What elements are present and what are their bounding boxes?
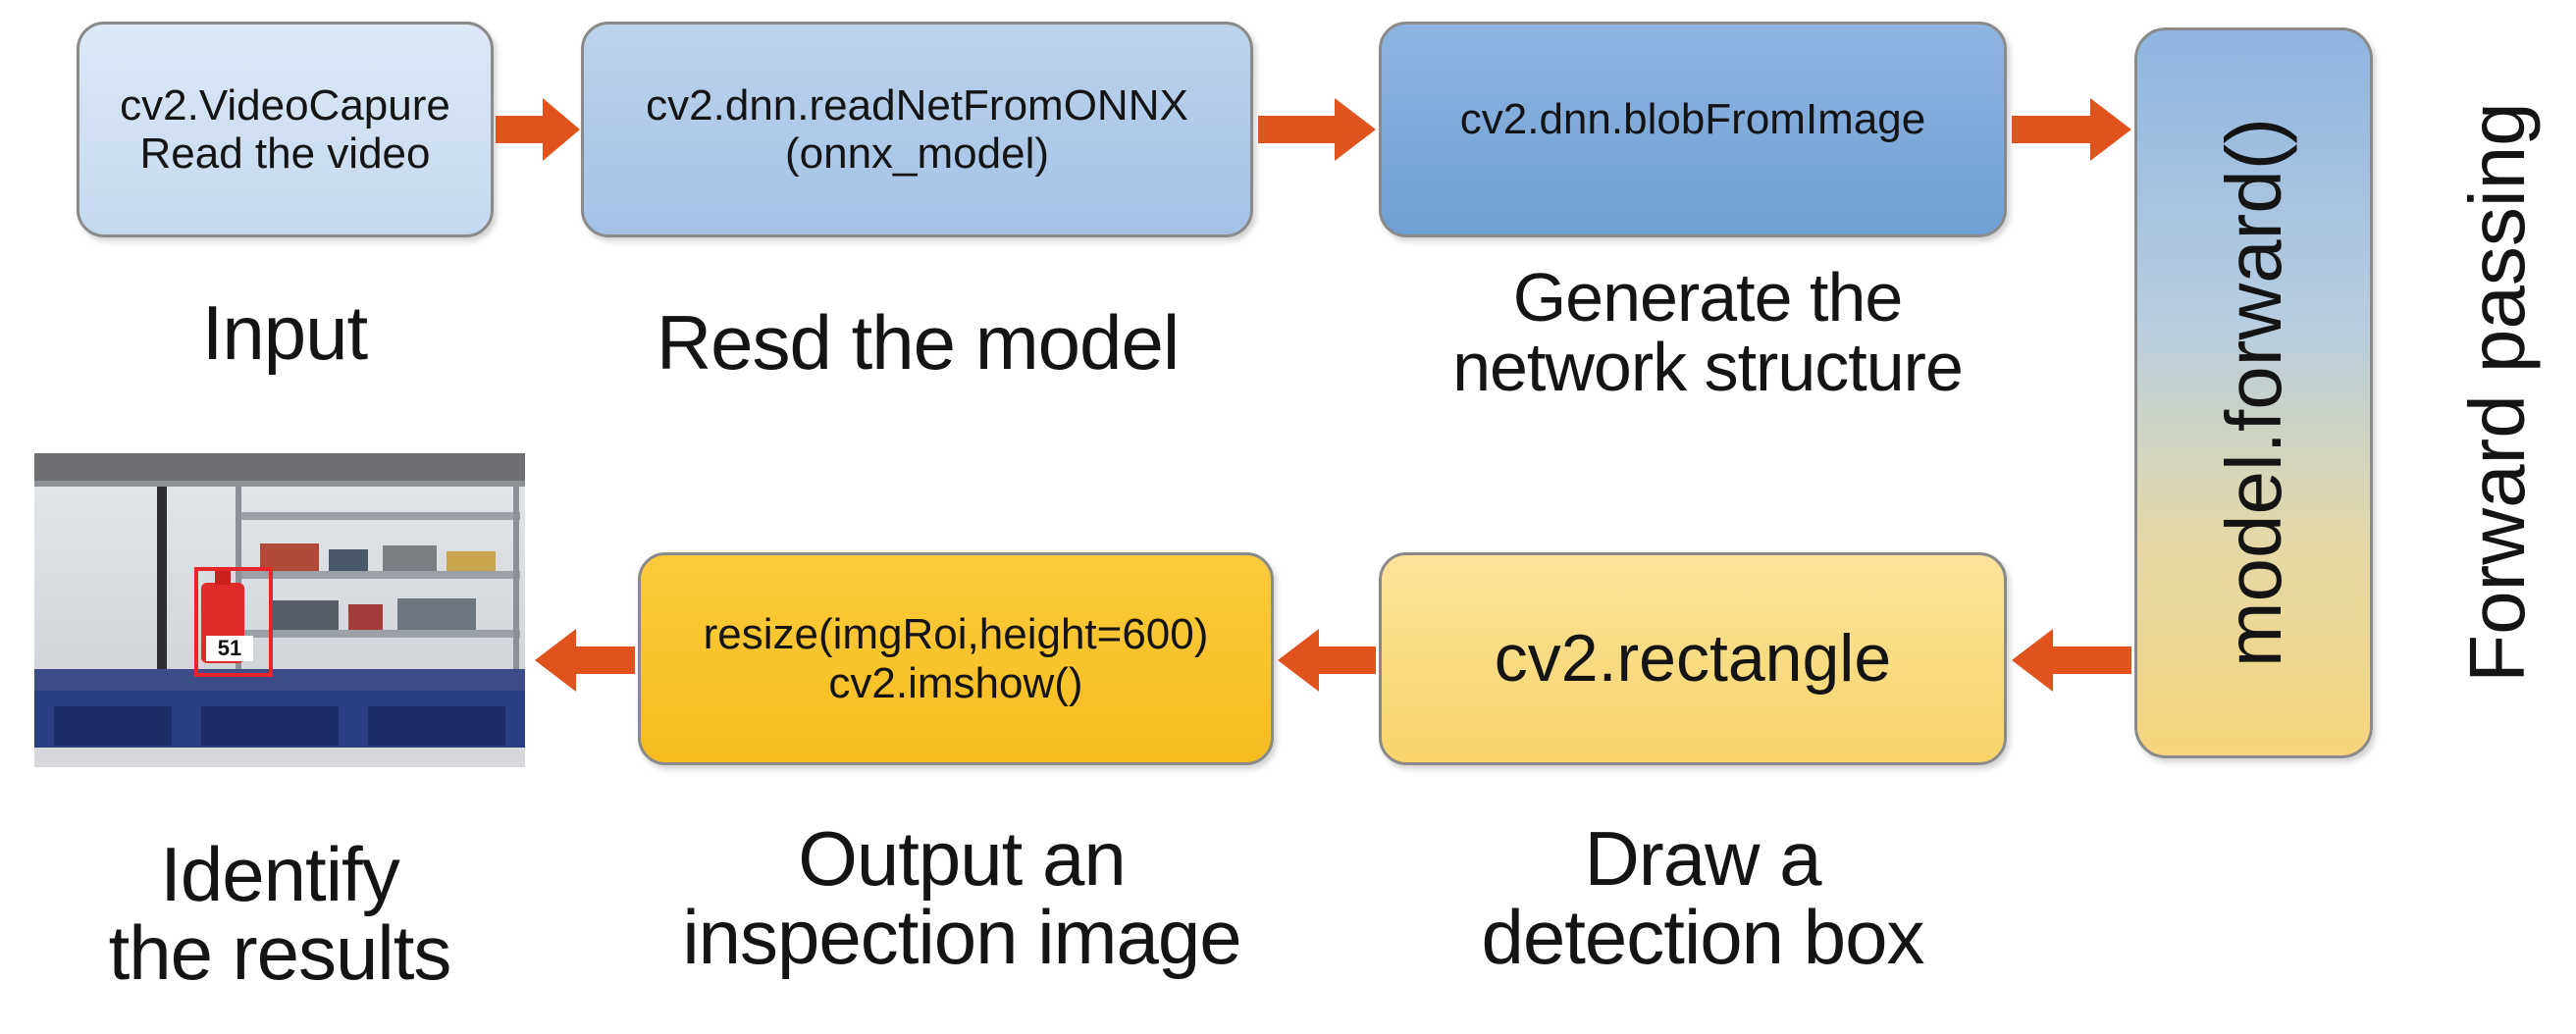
caption-draw-line2: detection box xyxy=(1481,893,1924,980)
caption-read-model: Resd the model xyxy=(550,299,1286,386)
resize-line2: cv2.imshow() xyxy=(828,658,1083,707)
caption-identify-line1: Identify xyxy=(160,831,399,917)
resize-line1: resize(imgRoi,height=600) xyxy=(703,610,1209,659)
blob-line1: cv2.dnn.blobFromImage xyxy=(1459,95,1926,144)
detection-label: 51 xyxy=(218,636,241,660)
caption-generate-line1: Generate the xyxy=(1512,259,1904,336)
blob-from-image-box: cv2.dnn.blobFromImage xyxy=(1379,22,2007,237)
caption-generate-line2: network structure xyxy=(1452,329,1964,406)
rectangle-box: cv2.rectangle xyxy=(1379,552,2007,765)
arrow-right-icon xyxy=(2012,98,2131,161)
caption-input: Input xyxy=(88,289,481,376)
caption-draw: Draw a detection box xyxy=(1369,815,2036,980)
caption-identify: Identify the results xyxy=(0,831,559,996)
rectangle-label: cv2.rectangle xyxy=(1494,621,1892,697)
read-net-line1: cv2.dnn.readNetFromONNX xyxy=(646,80,1188,129)
caption-identify-line2: the results xyxy=(108,908,452,996)
read-net-line2: (onnx_model) xyxy=(784,129,1050,178)
caption-draw-line1: Draw a xyxy=(1584,815,1821,902)
caption-output-line1: Output an xyxy=(798,815,1127,902)
model-forward-box xyxy=(2134,27,2373,758)
caption-output: Output an inspection image xyxy=(618,815,1305,980)
resize-show-box: resize(imgRoi,height=600) cv2.imshow() xyxy=(638,552,1274,765)
model-forward-label: model.forward() xyxy=(2210,117,2297,668)
read-net-box: cv2.dnn.readNetFromONNX (onnx_model) xyxy=(581,22,1253,237)
caption-output-line2: inspection image xyxy=(682,893,1241,980)
caption-read-model-text: Resd the model xyxy=(656,299,1180,386)
caption-generate: Generate the network structure xyxy=(1374,259,2041,406)
arrow-right-icon xyxy=(1258,98,1376,161)
arrow-left-icon xyxy=(535,629,635,692)
caption-input-text: Input xyxy=(201,289,368,376)
video-capture-line2: Read the video xyxy=(139,129,431,178)
forward-passing-label: Forward passing xyxy=(2453,102,2541,683)
arrow-left-icon xyxy=(1278,629,1376,692)
result-image: 51 xyxy=(34,453,525,767)
video-capture-line1: cv2.VideoCapure xyxy=(120,80,450,129)
arrow-left-icon xyxy=(2012,629,2131,692)
video-capture-box: cv2.VideoCapure Read the video xyxy=(77,22,494,237)
arrow-right-icon xyxy=(496,98,580,161)
